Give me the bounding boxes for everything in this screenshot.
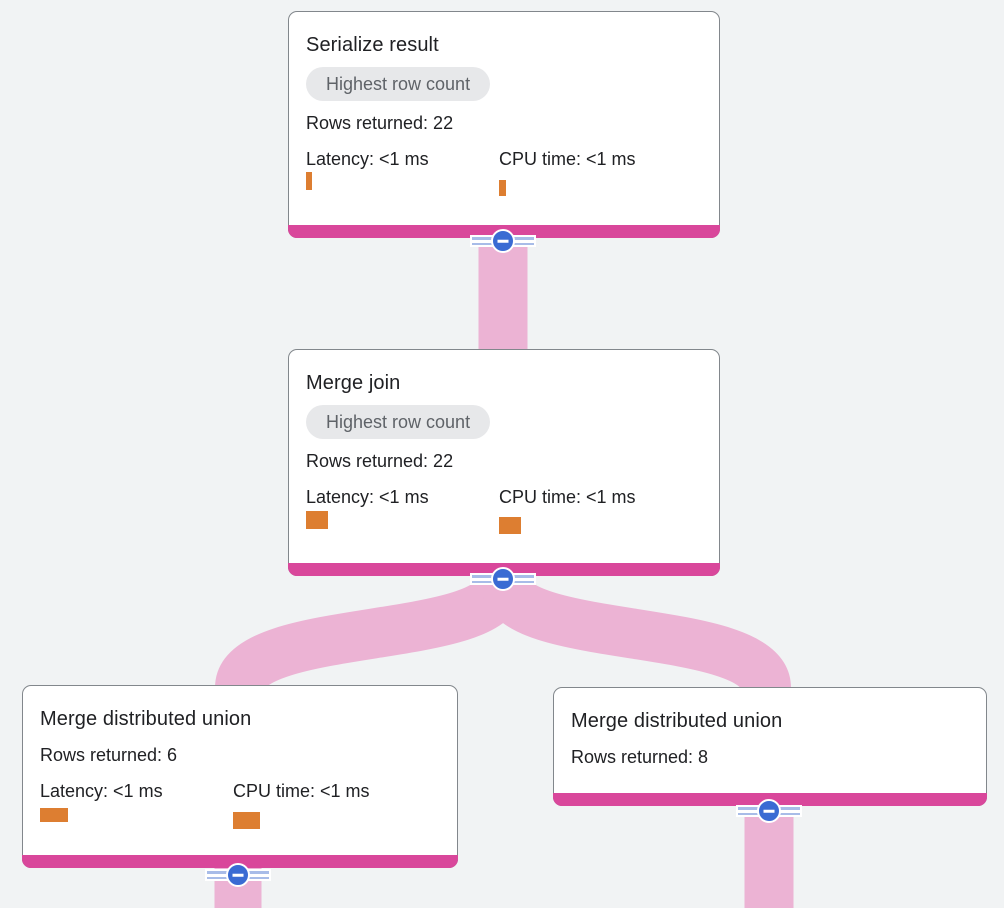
cpu-time-metric: CPU time: <1 ms (499, 487, 692, 534)
latency-bar (306, 172, 312, 190)
plan-node-serialize-result[interactable]: Serialize result Highest row count Rows … (288, 11, 720, 238)
cpu-time-bar (499, 517, 521, 534)
rows-returned-text: Rows returned: 8 (571, 747, 709, 767)
minus-icon (491, 229, 515, 253)
latency-bar (306, 511, 328, 529)
node-title: Merge join (306, 372, 401, 394)
latency-metric: Latency: <1 ms (306, 149, 499, 196)
collapse-button-union-left[interactable] (205, 863, 271, 887)
cpu-time-metric: CPU time: <1 ms (499, 149, 692, 196)
highest-row-count-badge: Highest row count (306, 405, 491, 439)
rows-returned-text: Rows returned: 6 (40, 745, 178, 765)
edge-mergejoin-to-left-union (215, 577, 525, 693)
latency-label: Latency: <1 ms (306, 487, 429, 507)
rows-returned-text: Rows returned: 22 (306, 451, 454, 471)
cpu-time-metric: CPU time: <1 ms (233, 781, 426, 829)
metrics-row: Latency: <1 ms CPU time: <1 ms (306, 487, 702, 534)
node-bottom-bar (22, 855, 458, 868)
minus-icon (226, 863, 250, 887)
cpu-time-bar (233, 812, 260, 829)
latency-label: Latency: <1 ms (306, 149, 429, 169)
metrics-row: Latency: <1 ms CPU time: <1 ms (40, 781, 440, 829)
cpu-time-bar (499, 180, 506, 196)
edge-mergejoin-to-right-union (481, 577, 791, 693)
metrics-row: Latency: <1 ms CPU time: <1 ms (306, 149, 702, 196)
collapse-button-serialize-result[interactable] (470, 229, 536, 253)
cpu-time-label: CPU time: <1 ms (499, 149, 636, 169)
cpu-time-label: CPU time: <1 ms (499, 487, 636, 507)
plan-node-merge-distributed-union-left[interactable]: Merge distributed union Rows returned: 6… (22, 685, 458, 868)
node-title: Merge distributed union (571, 710, 783, 732)
plan-node-merge-distributed-union-right[interactable]: Merge distributed union Rows returned: 8 (553, 687, 987, 806)
collapse-button-merge-join[interactable] (470, 567, 536, 591)
latency-label: Latency: <1 ms (40, 781, 163, 801)
latency-bar (40, 808, 68, 822)
node-title: Serialize result (306, 34, 439, 56)
latency-metric: Latency: <1 ms (306, 487, 499, 534)
highest-row-count-badge: Highest row count (306, 67, 491, 101)
collapse-button-union-right[interactable] (736, 799, 802, 823)
latency-metric: Latency: <1 ms (40, 781, 233, 829)
node-title: Merge distributed union (40, 708, 252, 730)
minus-icon (491, 567, 515, 591)
cpu-time-label: CPU time: <1 ms (233, 781, 370, 801)
minus-icon (757, 799, 781, 823)
rows-returned-text: Rows returned: 22 (306, 113, 454, 133)
plan-node-merge-join[interactable]: Merge join Highest row count Rows return… (288, 349, 720, 576)
